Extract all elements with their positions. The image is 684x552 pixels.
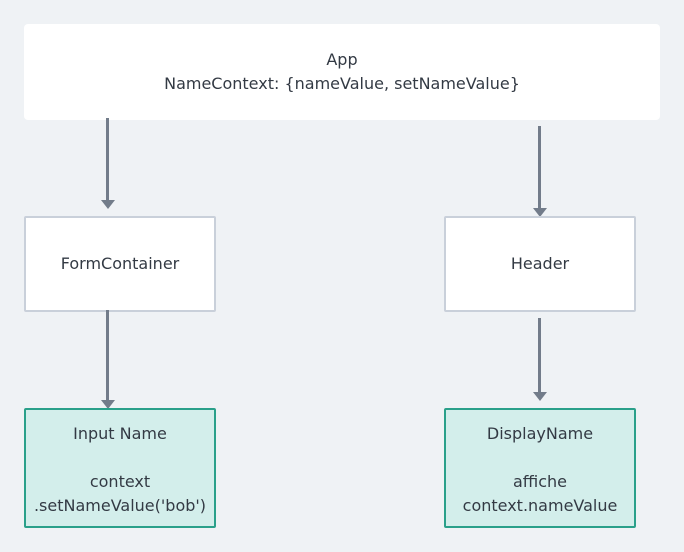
displayname-node: DisplayName affiche context.nameValue xyxy=(444,408,636,528)
formcontainer-label: FormContainer xyxy=(60,254,180,273)
arrow-formcontainer-to-inputname xyxy=(101,310,115,409)
arrow-header-to-displayname xyxy=(533,318,547,401)
displayname-line2: context.nameValue xyxy=(462,496,618,515)
formcontainer-node: FormContainer xyxy=(24,216,216,312)
header-node: Header xyxy=(444,216,636,312)
displayname-title: DisplayName xyxy=(486,424,594,443)
header-label: Header xyxy=(510,254,570,273)
arrow-app-to-formcontainer xyxy=(101,118,115,209)
app-node: App NameContext: {nameValue, setNameValu… xyxy=(24,24,660,120)
displayname-line1: affiche xyxy=(512,472,568,491)
inputname-line2: .setNameValue('bob') xyxy=(33,496,207,515)
app-title: App xyxy=(326,50,358,69)
arrow-app-to-header xyxy=(533,126,547,217)
inputname-node: Input Name context .setNameValue('bob') xyxy=(24,408,216,528)
inputname-title: Input Name xyxy=(73,424,167,443)
inputname-line1: context xyxy=(89,472,151,491)
app-context: NameContext: {nameValue, setNameValue} xyxy=(164,74,520,93)
